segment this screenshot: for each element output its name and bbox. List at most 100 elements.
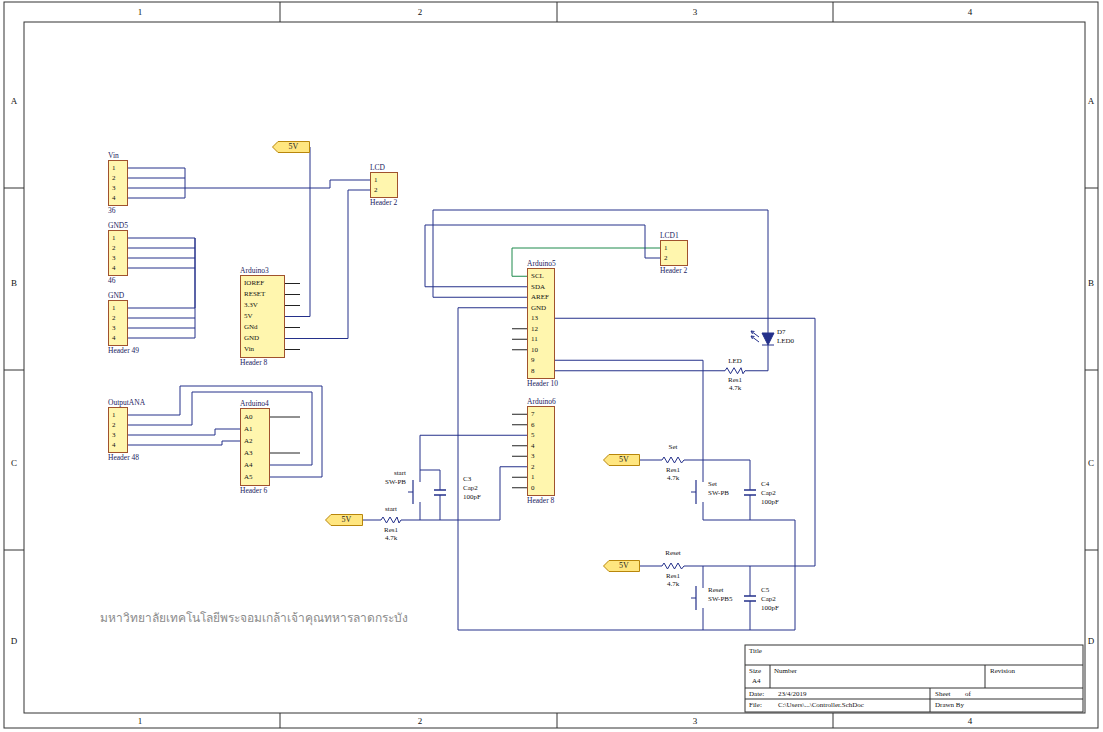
component-designator: LCD1	[660, 231, 679, 240]
part-name: Header 10	[527, 379, 558, 388]
pin-name: GNd	[244, 322, 281, 333]
header-symbol: GND5123446	[108, 230, 128, 276]
power-net-name: 5V	[325, 514, 363, 526]
component-designator: Arduino5	[527, 259, 556, 268]
pin-name: 2	[112, 420, 124, 430]
title-block-text: Drawn By	[935, 701, 964, 709]
header-wires	[128, 168, 195, 338]
push-button-symbol	[408, 480, 696, 610]
header-symbol: Arduino3IOREFRESET3.3V5VGNdGNDVinHeader …	[240, 275, 285, 358]
pin-name: 6	[531, 420, 551, 431]
pin-name: 3	[112, 253, 124, 263]
power-port: 5V	[272, 141, 310, 153]
part-name: Header 8	[240, 358, 267, 367]
pin-name: 2	[112, 173, 124, 183]
component-label: 4.7k	[667, 580, 679, 588]
title-block-text: of	[965, 690, 971, 698]
part-name: 46	[108, 276, 116, 285]
zone-marker: D	[1088, 636, 1095, 646]
component-designator: Arduino3	[240, 266, 269, 275]
zone-marker: 3	[693, 716, 698, 726]
zone-marker: 4	[968, 7, 973, 17]
sheet-border	[4, 2, 1098, 728]
pin-name: 3	[112, 323, 124, 333]
pin-name: A5	[244, 471, 266, 483]
zone-marker: D	[11, 636, 18, 646]
power-net-name: 5V	[603, 454, 640, 466]
resistor-symbol	[381, 368, 745, 569]
pin-name: GND	[531, 303, 551, 314]
wire	[128, 392, 312, 465]
start-wires	[363, 435, 527, 520]
zone-marker: 1	[138, 716, 143, 726]
pin-name: 10	[531, 345, 551, 356]
component-label: LED	[728, 357, 742, 365]
component-label: Reset	[665, 549, 681, 557]
component-label: Cap2	[761, 489, 776, 497]
led-symbol	[762, 333, 774, 345]
pin-name: IOREF	[244, 278, 281, 289]
power-port-outline	[273, 142, 310, 153]
part-name: Header 48	[108, 453, 139, 462]
component-label: 100pF	[761, 604, 779, 612]
pin-name: 3	[531, 451, 551, 462]
reset-wires	[555, 318, 815, 630]
pin-name: 8	[531, 366, 551, 377]
pin-name: 1	[664, 243, 684, 253]
power-net-name: 5V	[603, 560, 640, 572]
component-label: SW-PB5	[708, 595, 733, 603]
pin-name: 2	[112, 243, 124, 253]
pin-name: A0	[244, 411, 266, 423]
component-label: Res1	[666, 466, 680, 474]
component-label: C4	[761, 480, 769, 488]
pin-name: 4	[112, 333, 124, 343]
component-designator: GND5	[108, 221, 128, 230]
led-wires	[433, 210, 768, 371]
power-net-name: 5V	[272, 141, 310, 153]
pin-name: Vin	[244, 344, 281, 355]
component-label: Set	[708, 480, 717, 488]
component-label: start	[385, 505, 397, 513]
zone-marker: C	[11, 458, 17, 468]
pin-name: A4	[244, 459, 266, 471]
component-designator: GND	[108, 291, 124, 300]
part-name: Header 8	[527, 496, 554, 505]
component-label: D7	[777, 328, 786, 336]
wire	[128, 441, 240, 445]
pin-name: 12	[531, 324, 551, 335]
zone-marker: C	[1088, 458, 1094, 468]
title-block-text: File:	[749, 701, 762, 709]
part-name: Header 2	[370, 198, 397, 207]
component-label: Cap2	[761, 595, 776, 603]
component-designator: OutputANA	[108, 398, 145, 407]
pin-name: 2	[112, 313, 124, 323]
power-port: 5V	[603, 560, 640, 572]
title-block-text: Date:	[749, 690, 764, 698]
component-label: SW-PB	[708, 489, 729, 497]
component-label: 100pF	[463, 493, 481, 501]
pin-name: 2	[664, 253, 684, 263]
zone-ticks	[4, 2, 1098, 728]
header-symbol: Arduino4A0A1A2A3A4A5Header 6	[240, 408, 270, 486]
wire	[128, 238, 195, 308]
pin-name: 1	[374, 175, 394, 185]
wire	[128, 429, 240, 435]
pin-name: 13	[531, 313, 551, 324]
component-label: Reset	[708, 586, 724, 594]
title-block-text: Number	[774, 667, 797, 675]
component-designator: Arduino4	[240, 399, 269, 408]
pin-name: SCL	[531, 271, 551, 282]
pin-name: 1	[112, 233, 124, 243]
pin-name: 0	[531, 483, 551, 494]
component-label: Res1	[384, 526, 398, 534]
pin-name: 2	[531, 462, 551, 473]
pin-name: 9	[531, 355, 551, 366]
pin-name: 2	[374, 185, 394, 195]
component-designator: LCD	[370, 163, 385, 172]
component-label: 4.7k	[385, 534, 397, 542]
component-label: C3	[463, 475, 471, 483]
component-label: 4.7k	[729, 384, 741, 392]
component-designator: Vin	[108, 151, 119, 160]
